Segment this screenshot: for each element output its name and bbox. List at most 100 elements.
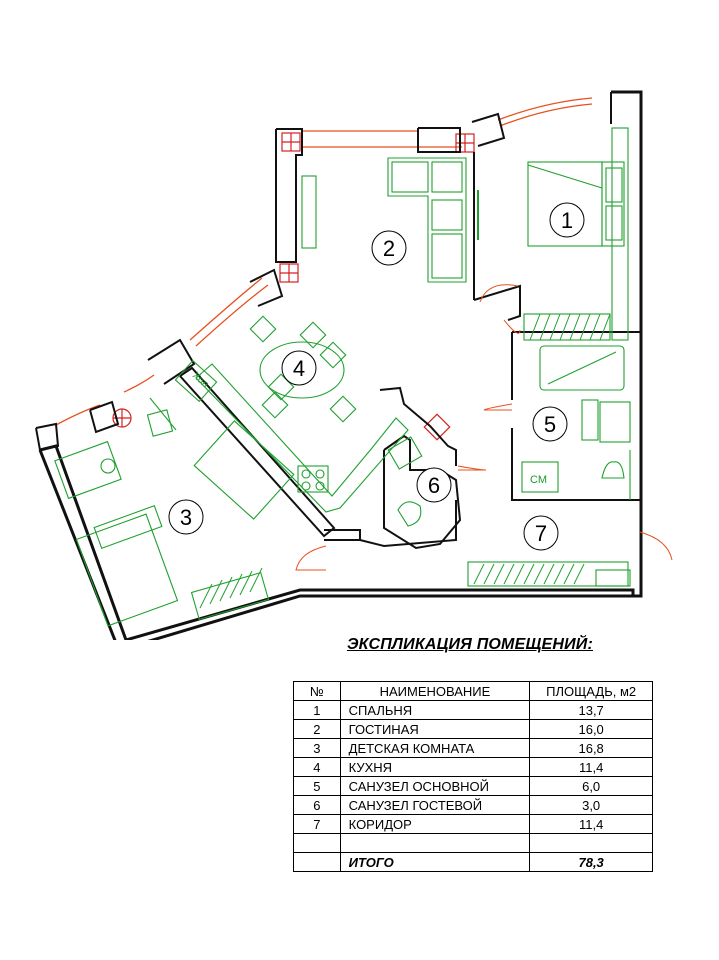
- furniture: [54, 127, 631, 627]
- room-number: 1: [561, 208, 573, 233]
- room-marker-2: [371, 230, 407, 266]
- room-number: 2: [383, 236, 395, 261]
- room-marker-5: [532, 406, 568, 442]
- door-guest-wc: [457, 465, 487, 471]
- room-marker-6: [416, 467, 452, 503]
- windows: [55, 97, 593, 426]
- room-markers: 1 2 3 4 5 6 7: [168, 202, 585, 551]
- explication-title: ЭКСПЛИКАЦИЯ ПОМЕЩЕНИЙ:: [346, 636, 594, 653]
- wall-kids-outer: [38, 444, 635, 640]
- guest-sink: [387, 436, 423, 470]
- total-label: ИТОГО: [339, 852, 531, 872]
- row-name: САНУЗЕЛ ГОСТЕВОЙ: [339, 795, 531, 815]
- row-name: КУХНЯ: [339, 757, 531, 777]
- table-row: 2 ГОСТИНАЯ 16,0: [293, 719, 653, 739]
- stove: [297, 465, 329, 493]
- row-name: [339, 833, 531, 853]
- row-area: [529, 833, 653, 853]
- chair: [319, 341, 347, 369]
- room-number: 7: [535, 521, 547, 546]
- table-row: 1 СПАЛЬНЯ 13,7: [293, 700, 653, 720]
- kids-bed: [75, 513, 179, 627]
- door-kids: [295, 545, 327, 571]
- room-number: 4: [293, 356, 305, 381]
- door-entrance: [639, 531, 673, 561]
- kids-wardrobe: [190, 571, 270, 621]
- window-bedroom: [497, 97, 593, 121]
- row-number: [293, 833, 341, 853]
- room-marker-1: [549, 202, 585, 238]
- table-row-total: ИТОГО 78,3: [293, 852, 653, 872]
- door-bathroom: [483, 403, 513, 411]
- column-header-area: ПЛОЩАДЬ, м2: [529, 681, 653, 701]
- table-row: 5 САНУЗЕЛ ОСНОВНОЙ 6,0: [293, 776, 653, 796]
- row-number: 2: [293, 719, 341, 739]
- guest-toilet: [397, 501, 422, 527]
- walls: [35, 90, 643, 640]
- chair: [249, 315, 277, 343]
- bathtub: [539, 345, 625, 391]
- chair: [329, 395, 357, 423]
- wall-kitchen-kids: [179, 366, 336, 538]
- wardrobe: [523, 313, 611, 341]
- room-marker-7: [523, 515, 559, 551]
- kitchen-counter: [195, 363, 409, 513]
- tv-stand: [301, 175, 317, 249]
- row-name: САНУЗЕЛ ОСНОВНОЙ: [339, 776, 531, 796]
- row-area: 6,0: [529, 776, 653, 796]
- room-number: 6: [428, 473, 440, 498]
- sink: [599, 401, 631, 443]
- washer-label: СМ: [530, 474, 547, 486]
- kids-table: [193, 420, 295, 520]
- room-number: 5: [544, 412, 556, 437]
- row-area: 11,4: [529, 814, 653, 834]
- row-number: [293, 852, 341, 872]
- dining-table: [259, 341, 345, 399]
- table-row: 3 ДЕТСКАЯ КОМНАТА 16,8: [293, 738, 653, 758]
- columns: [112, 132, 475, 441]
- row-number: 1: [293, 700, 341, 720]
- doors: [295, 284, 673, 571]
- fridge: [174, 359, 218, 403]
- table-header-row: № НАИМЕНОВАНИЕ ПЛОЩАДЬ, м2: [293, 681, 653, 701]
- window-kids-2: [123, 374, 155, 393]
- sofa: [387, 157, 467, 283]
- row-name: СПАЛЬНЯ: [339, 700, 531, 720]
- row-area: 16,0: [529, 719, 653, 739]
- door-bedroom-2: [503, 319, 521, 334]
- row-number: 3: [293, 738, 341, 758]
- row-name: ГОСТИНАЯ: [339, 719, 531, 739]
- row-area: 16,8: [529, 738, 653, 758]
- wall-living-left: [275, 128, 303, 263]
- window-kitchen-inner: [195, 284, 269, 347]
- column-header-name: НАИМЕНОВАНИЕ: [339, 681, 531, 701]
- explication-table: № НАИМЕНОВАНИЕ ПЛОЩАДЬ, м2 1 СПАЛЬНЯ 13,…: [293, 681, 653, 872]
- window-bedroom-inner: [499, 103, 593, 127]
- row-area: 13,7: [529, 700, 653, 720]
- chair: [261, 391, 289, 419]
- room-marker-4: [281, 350, 317, 386]
- door-bedroom: [479, 284, 519, 303]
- table-row: 4 КУХНЯ 11,4: [293, 757, 653, 777]
- table-row: 6 САНУЗЕЛ ГОСТЕВОЙ 3,0: [293, 795, 653, 815]
- fridge-label: Хол: [190, 370, 211, 390]
- kids-desk: [54, 440, 122, 500]
- row-number: 5: [293, 776, 341, 796]
- column: [423, 413, 451, 441]
- floor-plan: Хол СМ 1 2 3 4 5 6 7: [35, 90, 673, 640]
- kids-chair: [100, 458, 116, 474]
- wall-corridor-top: [359, 500, 457, 548]
- column-header-number: №: [293, 681, 341, 701]
- chair: [299, 321, 327, 349]
- row-area: 11,4: [529, 757, 653, 777]
- corridor-wardrobe: [467, 561, 629, 587]
- total-area: 78,3: [529, 852, 653, 872]
- row-number: 4: [293, 757, 341, 777]
- row-name: КОРИДОР: [339, 814, 531, 834]
- row-number: 6: [293, 795, 341, 815]
- window-kitchen: [189, 277, 263, 341]
- room-marker-3: [168, 499, 204, 535]
- toilet: [601, 461, 625, 479]
- room-number: 3: [180, 505, 192, 530]
- table-row: 7 КОРИДОР 11,4: [293, 814, 653, 834]
